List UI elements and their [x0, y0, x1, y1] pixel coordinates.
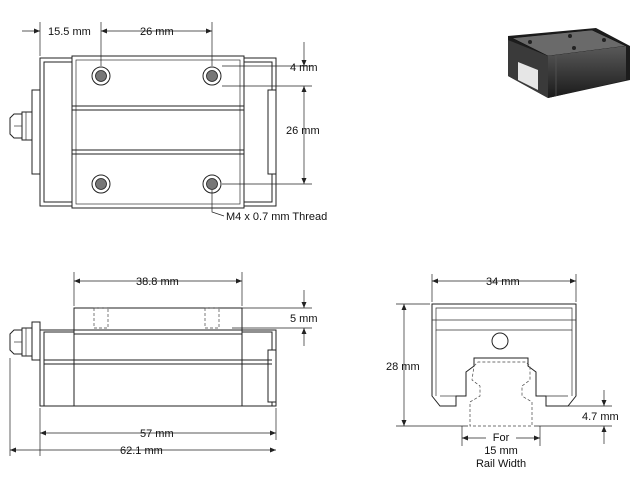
dim-end-width: 34 mm — [486, 276, 520, 288]
block-3d-icon — [508, 28, 630, 98]
dim-side-hole-depth: 5 mm — [290, 313, 318, 325]
dim-top-hole-offset: 15.5 mm — [48, 26, 91, 38]
thread-callout: M4 x 0.7 mm Thread — [226, 211, 327, 223]
side-view — [9, 272, 312, 456]
rail-note-line3: Rail Width — [476, 458, 526, 470]
dim-end-height: 28 mm — [386, 361, 420, 373]
dim-end-clearance: 4.7 mm — [582, 411, 619, 423]
dim-top-hole-spacing-y: 26 mm — [286, 125, 320, 137]
mounting-hole — [91, 66, 111, 86]
dim-top-hole-spacing-x: 26 mm — [140, 26, 174, 38]
end-view — [396, 274, 612, 446]
mounting-hole — [202, 66, 222, 86]
rail-note-line2: 15 mm — [484, 445, 518, 457]
rail-note-line1: For — [493, 432, 510, 444]
top-view — [9, 22, 312, 217]
dim-top-hole-edge-y: 4 mm — [290, 62, 318, 74]
dim-overall-length: 62.1 mm — [120, 445, 163, 457]
dim-body-length: 57 mm — [140, 428, 174, 440]
mounting-hole — [91, 174, 111, 194]
dim-side-length: 38.8 mm — [136, 276, 179, 288]
